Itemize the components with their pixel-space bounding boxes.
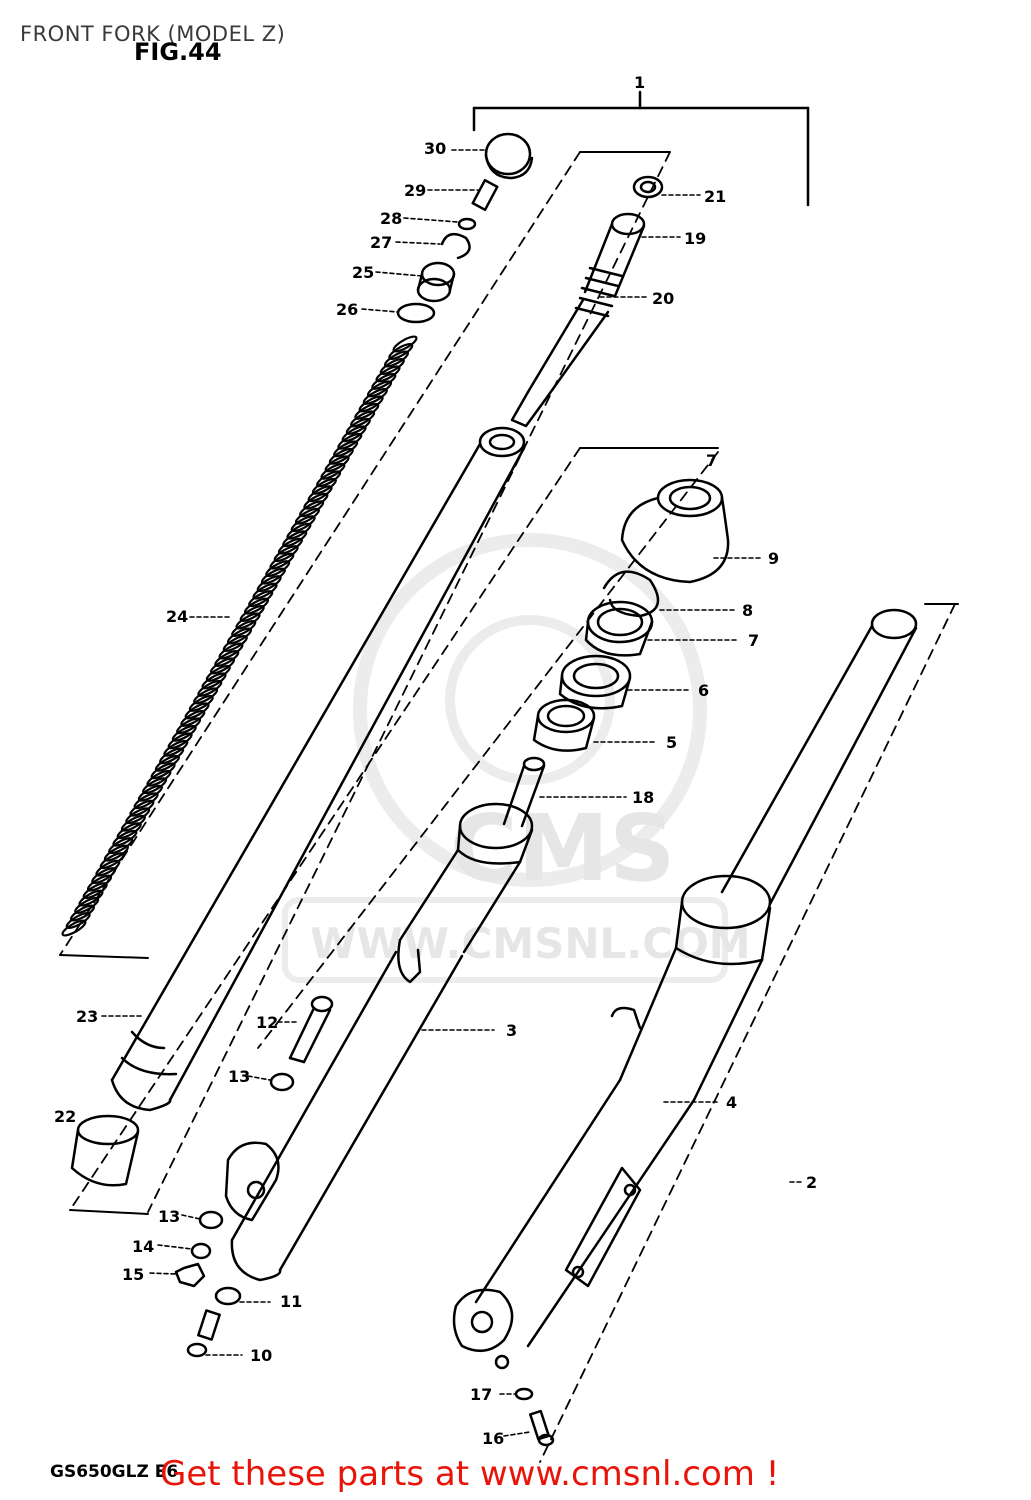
watermark-brand: CMS [450, 795, 675, 902]
cylinder-18 [397, 756, 546, 984]
bolt-10 [186, 1309, 221, 1358]
dust-boot-9 [620, 478, 730, 584]
outer-tube-4 [452, 608, 918, 1370]
part-no-16: 16 [482, 1429, 504, 1448]
part-no-1: 1 [634, 73, 645, 92]
ring-21 [632, 175, 664, 199]
bracket-lines [59, 151, 959, 1215]
page-title: FRONT FORK (MODEL Z) [20, 22, 286, 46]
washer-13b [198, 1210, 224, 1230]
part-no-30: 30 [424, 139, 446, 158]
part-no-11: 11 [280, 1292, 302, 1311]
washer-11 [214, 1286, 242, 1306]
part-no-7a: 7 [706, 451, 717, 470]
part-no-8: 8 [742, 601, 753, 620]
part-no-3: 3 [506, 1021, 517, 1040]
bushing-22 [70, 1114, 140, 1187]
washer-26 [396, 302, 436, 324]
bushing-5 [532, 698, 596, 752]
washer-13a [269, 1072, 295, 1092]
part-no-18: 18 [632, 788, 654, 807]
spring-24 [61, 335, 418, 937]
bolt-12 [288, 995, 334, 1064]
part-no-10: 10 [250, 1346, 272, 1365]
screw-29 [471, 178, 499, 212]
part-no-6: 6 [698, 681, 709, 700]
part-no-21: 21 [704, 187, 726, 206]
part-no-4: 4 [726, 1093, 737, 1112]
bolt-16 [529, 1409, 555, 1447]
bracket-1 [472, 90, 810, 207]
part-no-24: 24 [166, 607, 188, 626]
washer-14 [190, 1242, 212, 1260]
circlip-27 [440, 232, 471, 260]
part-no-23: 23 [76, 1007, 98, 1026]
part-no-9: 9 [768, 549, 779, 568]
part-no-19: 19 [684, 229, 706, 248]
part-no-25: 25 [352, 263, 374, 282]
part-no-22: 22 [54, 1107, 76, 1126]
outer-tube-3 [224, 950, 464, 1282]
damper-rod-19-20 [510, 212, 646, 428]
part-no-12: 12 [256, 1013, 278, 1032]
part-no-17: 17 [470, 1385, 492, 1404]
part-numbers: 1 2 3 4 5 6 7 7 8 9 10 11 12 13 13 14 15… [54, 73, 817, 1448]
leader-lines [101, 149, 803, 1437]
part-no-20: 20 [652, 289, 674, 308]
part-no-13a: 13 [228, 1067, 250, 1086]
part-no-13b: 13 [158, 1207, 180, 1226]
part-no-7b: 7 [748, 631, 759, 650]
washer-17 [514, 1387, 534, 1401]
figure-label: FIG.44 [134, 38, 222, 66]
cap-30 [484, 132, 534, 180]
part-no-14: 14 [132, 1237, 154, 1256]
oring-28 [457, 217, 477, 231]
nut-15 [174, 1262, 206, 1288]
clip-8 [602, 570, 660, 618]
spacer-25 [416, 261, 456, 303]
alignment-lines [59, 151, 956, 1463]
watermark-url: WWW.CMSNL.COM [310, 919, 751, 968]
promo-link[interactable]: Get these parts at www.cmsnl.com ! [160, 1454, 780, 1494]
part-no-29: 29 [404, 181, 426, 200]
part-no-27: 27 [370, 233, 392, 252]
part-no-5: 5 [666, 733, 677, 752]
part-no-28: 28 [380, 209, 402, 228]
part-no-2: 2 [806, 1173, 817, 1192]
model-code: GS650GLZ E6 [50, 1462, 179, 1482]
part-no-15: 15 [122, 1265, 144, 1284]
part-no-26: 26 [336, 300, 358, 319]
inner-tube-23 [110, 426, 526, 1112]
oil-seal-7 [584, 600, 654, 657]
